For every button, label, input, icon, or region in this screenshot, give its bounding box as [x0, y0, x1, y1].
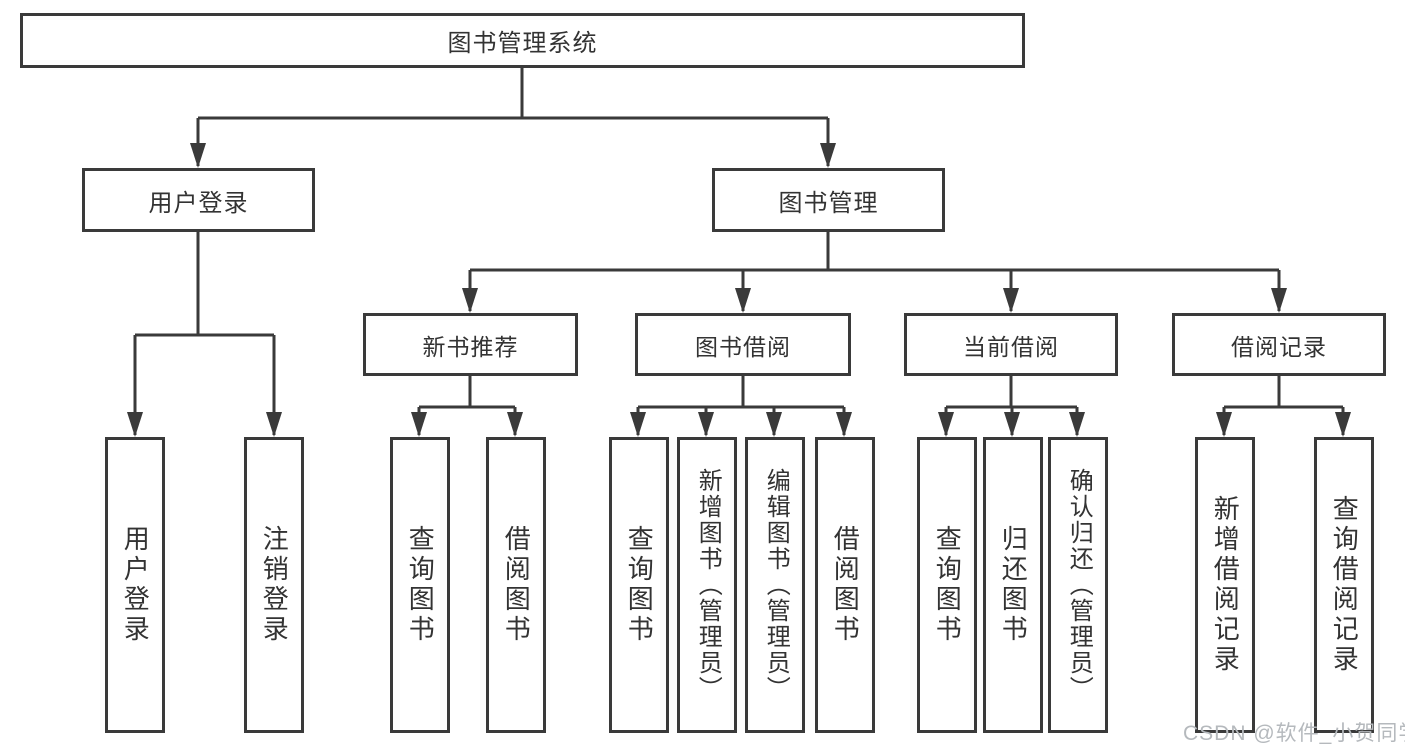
- leaf-query-borrow-record: 查询借阅记录: [1314, 437, 1374, 733]
- arrow-down-icon: [462, 288, 478, 313]
- arrow-down-icon: [1216, 412, 1232, 437]
- arrow-down-icon: [1069, 412, 1085, 437]
- arrow-down-icon: [127, 412, 143, 437]
- arrow-down-icon: [766, 412, 782, 437]
- arrow-down-icon: [735, 288, 751, 313]
- arrow-down-icon: [630, 412, 646, 437]
- arrow-down-icon: [190, 143, 206, 168]
- arrow-down-icon: [820, 143, 836, 168]
- leaf-logout: 注销登录: [244, 437, 304, 733]
- leaf-edit-book-admin: 编辑图书（管理员）: [745, 437, 805, 733]
- leaf-confirm-return-admin: 确认归还（管理员）: [1048, 437, 1108, 733]
- csdn-watermark: CSDN @软件_小贺同学: [1183, 722, 1405, 745]
- leaf-return-books: 归还图书: [983, 437, 1043, 733]
- node-book-borrow: 图书借阅: [635, 313, 851, 376]
- leaf-user-login: 用户登录: [105, 437, 165, 733]
- arrow-down-icon: [1004, 412, 1020, 437]
- arrow-down-icon: [1003, 288, 1019, 313]
- node-new-book-recommend: 新书推荐: [363, 313, 578, 376]
- arrow-down-icon: [698, 412, 714, 437]
- arrow-down-icon: [507, 412, 523, 437]
- arrow-down-icon: [411, 412, 427, 437]
- leaf-add-borrow-record: 新增借阅记录: [1195, 437, 1255, 733]
- arrow-down-icon: [1335, 412, 1351, 437]
- arrow-down-icon: [836, 412, 852, 437]
- tree-edges: [133, 68, 1345, 435]
- leaf-query-books-current: 查询图书: [917, 437, 977, 733]
- leaf-query-books-borrow: 查询图书: [609, 437, 669, 733]
- node-library-system: 图书管理系统: [20, 13, 1025, 68]
- leaf-add-book-admin: 新增图书（管理员）: [677, 437, 737, 733]
- leaf-borrow-books: 借阅图书: [815, 437, 875, 733]
- arrow-down-icon: [266, 412, 282, 437]
- node-book-management: 图书管理: [712, 168, 945, 232]
- node-borrow-records: 借阅记录: [1172, 313, 1386, 376]
- node-user-login: 用户登录: [82, 168, 315, 232]
- arrow-down-icon: [1271, 288, 1287, 313]
- leaf-query-books-recommend: 查询图书: [390, 437, 450, 733]
- leaf-borrow-books-recommend: 借阅图书: [486, 437, 546, 733]
- arrow-down-icon: [938, 412, 954, 437]
- node-current-borrow: 当前借阅: [904, 313, 1118, 376]
